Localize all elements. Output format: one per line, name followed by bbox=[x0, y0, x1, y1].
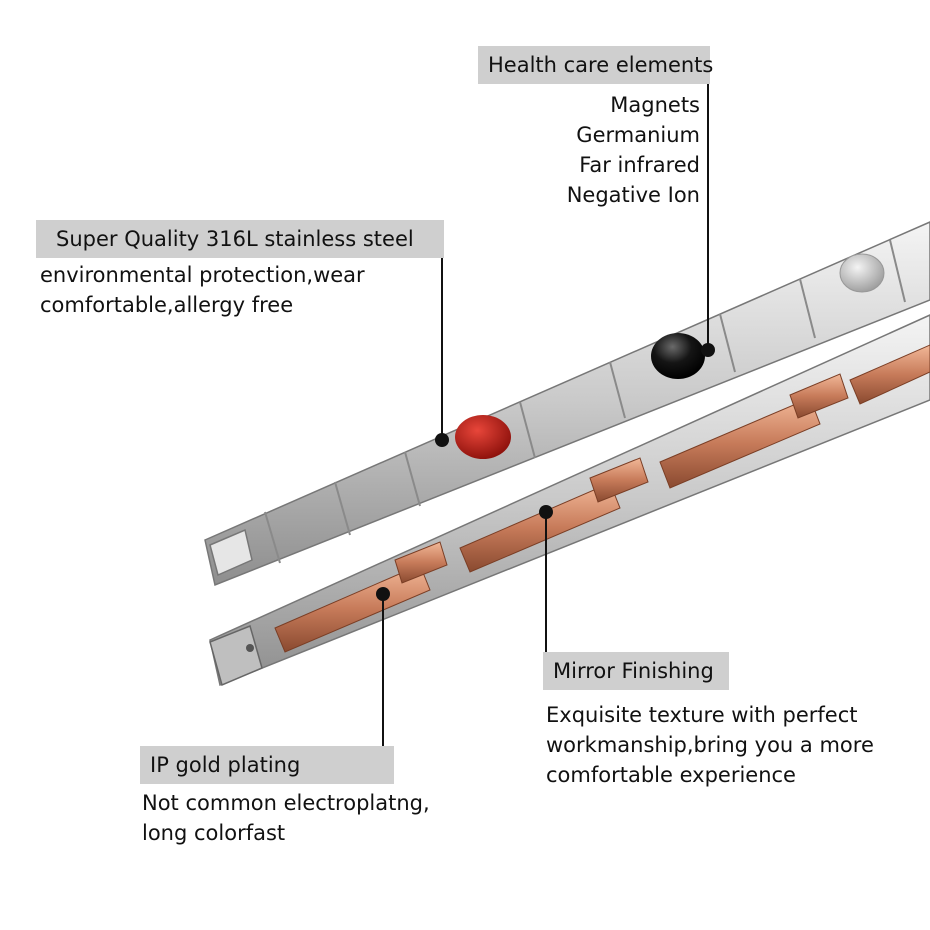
mirror-desc-line: Exquisite texture with perfect bbox=[546, 703, 858, 727]
leader-lines bbox=[382, 84, 709, 746]
stainless-steel-label: Super Quality 316L stainless steel bbox=[36, 220, 444, 258]
health-care-label: Health care elements bbox=[478, 46, 713, 84]
mirror-desc-line: comfortable experience bbox=[546, 763, 796, 787]
stainless-steel-desc: environmental protection,wear comfortabl… bbox=[40, 260, 365, 320]
steel-desc-line: comfortable,allergy free bbox=[40, 293, 294, 317]
steel-desc-line: environmental protection,wear bbox=[40, 263, 365, 287]
germanium-stone bbox=[839, 253, 885, 293]
mirror-finishing-desc: Exquisite texture with perfect workmansh… bbox=[546, 700, 874, 790]
magnet-stone bbox=[651, 333, 705, 379]
upper-bracelet bbox=[204, 221, 930, 587]
red-stone bbox=[455, 415, 511, 459]
health-item-magnets: Magnets bbox=[610, 93, 700, 117]
mirror-desc-line: workmanship,bring you a more bbox=[546, 733, 874, 757]
health-item-germanium: Germanium bbox=[576, 123, 700, 147]
gold-plating-label: IP gold plating bbox=[140, 746, 394, 784]
gold-desc-line: long colorfast bbox=[142, 821, 286, 845]
health-item-negative-ion: Negative Ion bbox=[566, 183, 700, 207]
lower-bracelet bbox=[209, 314, 930, 687]
leader-dots bbox=[376, 343, 715, 601]
health-care-list: Magnets Germanium Far infrared Negative … bbox=[567, 90, 700, 210]
gold-plating-desc: Not common electroplatng, long colorfast bbox=[142, 788, 430, 848]
health-item-far-infrared: Far infrared bbox=[579, 153, 700, 177]
mirror-finishing-label: Mirror Finishing bbox=[543, 652, 729, 690]
gold-desc-line: Not common electroplatng, bbox=[142, 791, 430, 815]
